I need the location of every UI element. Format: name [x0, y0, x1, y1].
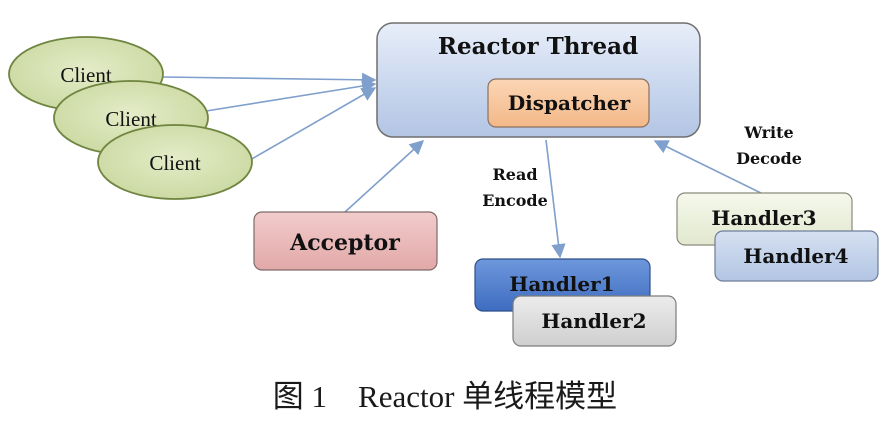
handler2-box: [512, 295, 677, 347]
handler3-label: Handler3: [711, 206, 816, 230]
figure-caption: 图 1 Reactor 单线程模型: [273, 379, 617, 414]
client-3-label: Client: [149, 151, 200, 175]
dispatcher-box: [487, 78, 650, 128]
read-label: Read: [492, 165, 537, 184]
client3-arrow: [249, 87, 377, 161]
decode-label: Decode: [736, 149, 802, 168]
reactor-thread-title: Reactor Thread: [438, 33, 638, 60]
client-3: Client: [97, 124, 253, 200]
acceptor-label: Acceptor: [289, 230, 400, 256]
acceptor-box: [253, 211, 438, 271]
read-encode-arrow: [545, 139, 566, 259]
handler1-label: Handler1: [509, 272, 614, 296]
client2-arrow: [199, 78, 377, 113]
client1-arrow: [162, 72, 377, 88]
handler4-box: [714, 230, 879, 282]
encode-label: Encode: [482, 191, 548, 210]
write-decode-arrow: [653, 140, 764, 195]
dispatcher-label: Dispatcher: [508, 91, 631, 115]
acceptor-arrow: [344, 140, 425, 213]
handler4-label: Handler4: [743, 244, 848, 268]
handler2-label: Handler2: [541, 309, 646, 333]
write-label: Write: [743, 123, 793, 142]
